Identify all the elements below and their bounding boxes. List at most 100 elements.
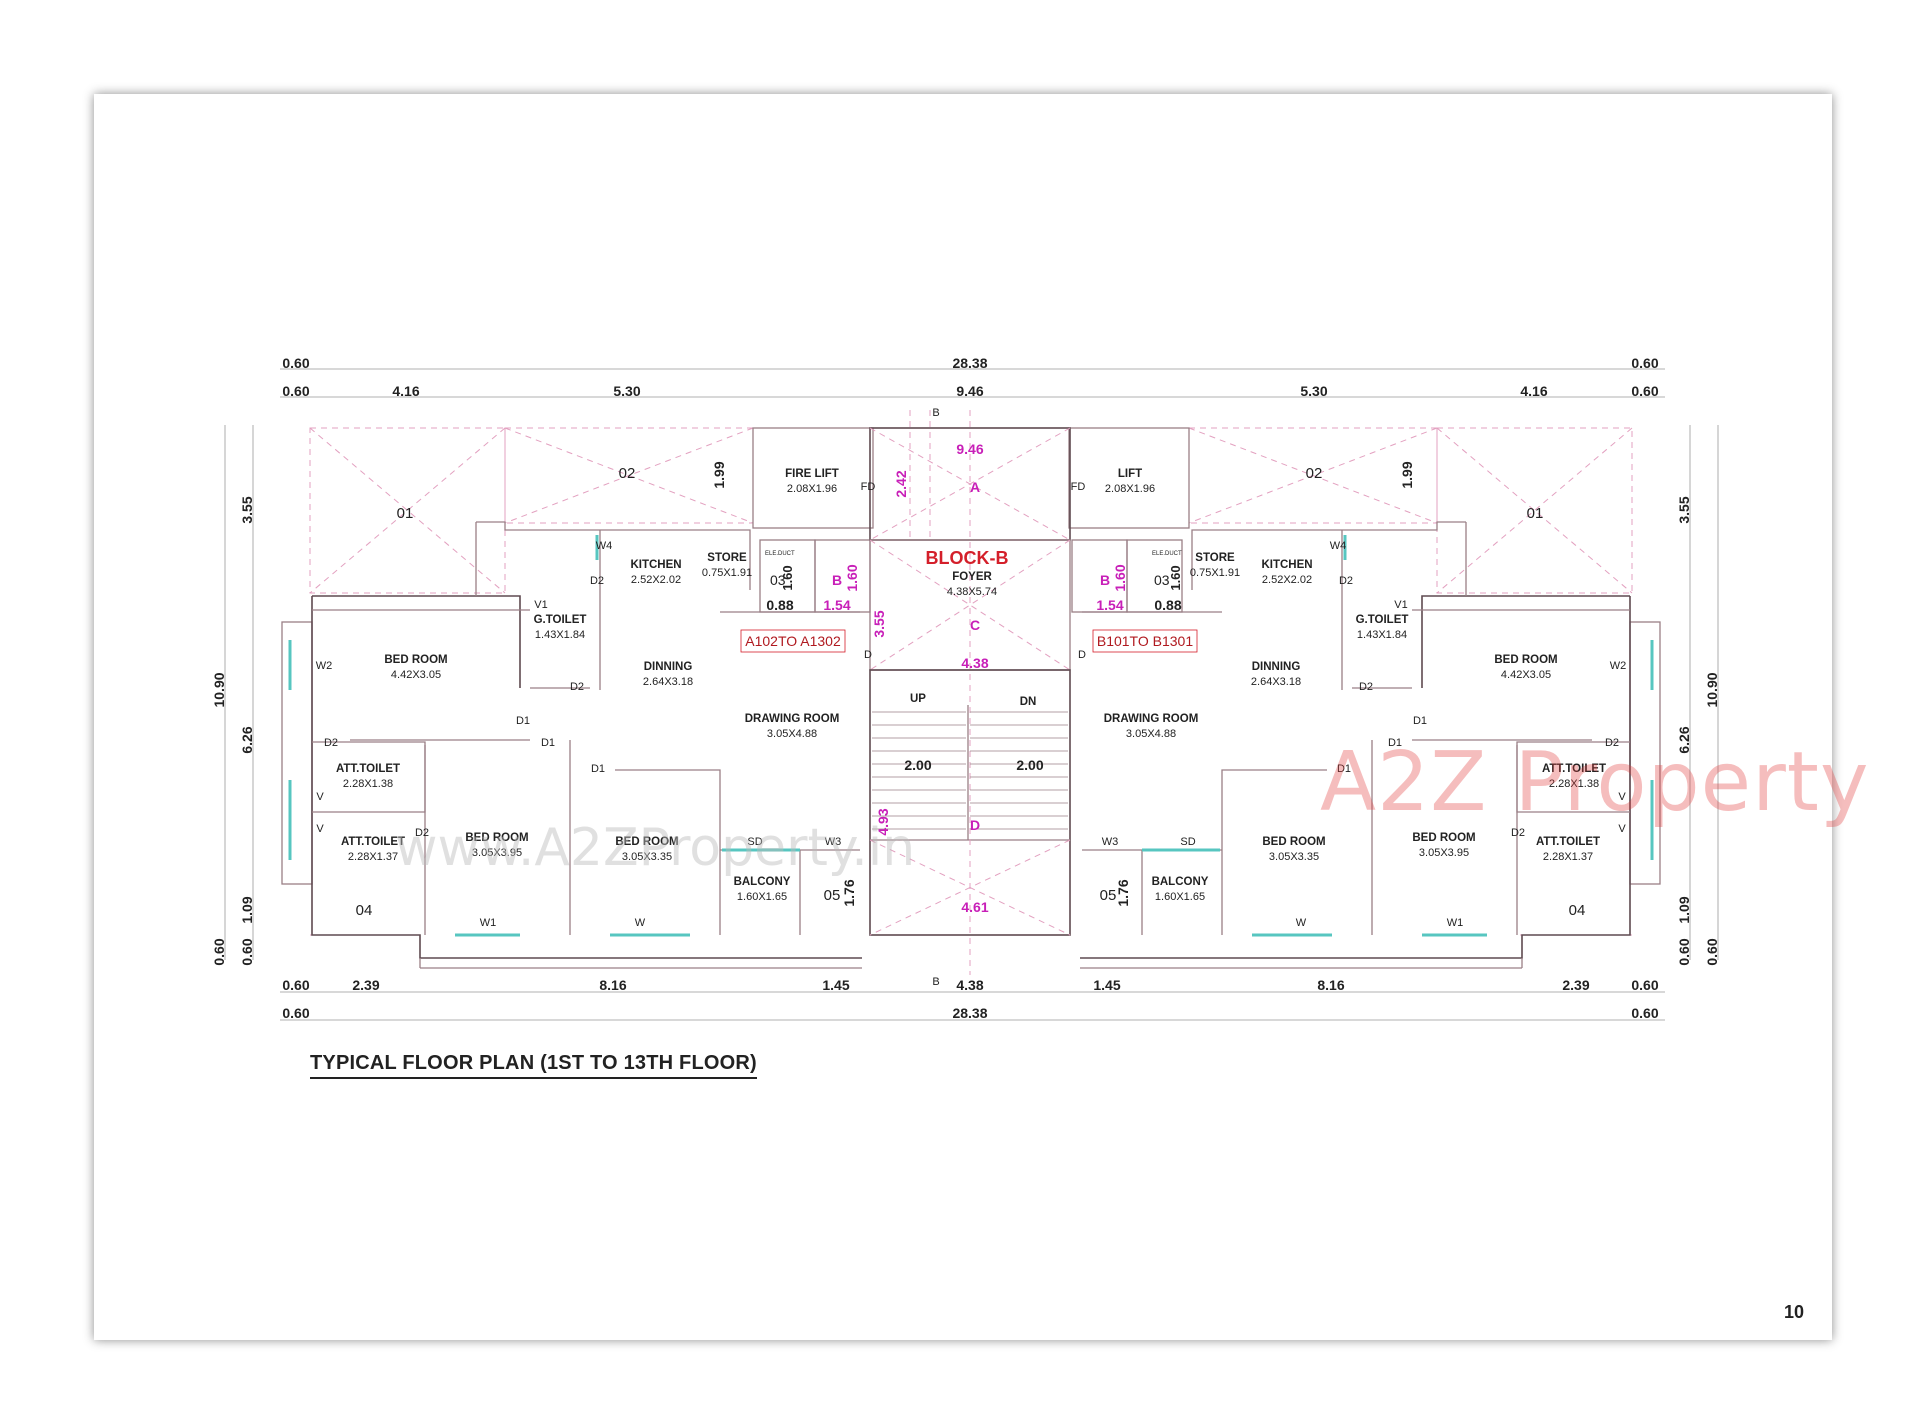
bed2-right-size: 3.05X3.95 xyxy=(1419,847,1469,859)
dim-right-edge: 0.60 xyxy=(1704,938,1720,965)
gtoilet-right-size: 1.43X1.84 xyxy=(1357,629,1407,641)
dim-bot-right-edge: 0.60 xyxy=(1631,1005,1658,1021)
dim-top-seg-edge-l: 0.60 xyxy=(282,383,309,399)
ele-duct-left: ELE.DUCT xyxy=(765,551,795,557)
drawing-right-label: DRAWING ROOM xyxy=(1104,713,1199,725)
dim-top-right-edge: 0.60 xyxy=(1631,355,1658,371)
duct-b-left: B xyxy=(832,572,842,588)
dim-core-461: 4.61 xyxy=(961,899,988,915)
core-ref-d: D xyxy=(970,817,980,833)
stair-treads xyxy=(872,711,1068,830)
lift-size: 2.08X1.96 xyxy=(1105,483,1155,495)
tag-w4-left: W4 xyxy=(596,540,613,552)
duct-03-left: 03 xyxy=(770,572,786,588)
store-left-size: 0.75X1.91 xyxy=(702,567,752,579)
right-unit-labels: 01 02 1.99 KITCHEN 2.52X2.02 STORE 0.75X… xyxy=(1100,461,1627,929)
section-mark-bottom: B xyxy=(932,976,939,988)
duct-b-right: B xyxy=(1100,572,1110,588)
tag-v-right-b: V xyxy=(1618,823,1626,835)
dim-right-seg-3: 1.09 xyxy=(1676,896,1692,923)
tag-d2-right-k: D2 xyxy=(1339,575,1353,587)
bed3-right-label: BED ROOM xyxy=(1262,836,1325,848)
terrace-05-left: 05 xyxy=(824,887,841,904)
balcony-left-size: 1.60X1.65 xyxy=(737,891,787,903)
bed1-right-label: BED ROOM xyxy=(1494,654,1557,666)
att2-left-size: 2.28X1.37 xyxy=(348,851,398,863)
dim-top-seg-3: 9.46 xyxy=(956,383,983,399)
watermark-url: www.A2ZProperty.in xyxy=(395,818,916,878)
bed1-right-size: 4.42X3.05 xyxy=(1501,669,1551,681)
terrace-04-right: 04 xyxy=(1569,902,1586,919)
tag-d1-left-c: D1 xyxy=(591,763,605,775)
tag-w-right: W xyxy=(1296,917,1307,929)
tag-d1-right-b: D1 xyxy=(1388,737,1402,749)
bed1-left-label: BED ROOM xyxy=(384,654,447,666)
dim-left-seg-1: 3.55 xyxy=(239,496,255,523)
terrace-01-left: 01 xyxy=(397,505,414,522)
tag-d1-right-c: D1 xyxy=(1337,763,1351,775)
att2-left-label: ATT.TOILET xyxy=(341,836,405,848)
dim-bot-seg-1: 2.39 xyxy=(352,977,379,993)
terrace-01-right: 01 xyxy=(1527,505,1544,522)
ele-w-right: 0.88 xyxy=(1154,597,1181,613)
section-mark-top: B xyxy=(932,407,939,419)
bed2-left-label: BED ROOM xyxy=(465,832,528,844)
dim-core-946: 9.46 xyxy=(956,441,983,457)
dim-top-seg-5: 4.16 xyxy=(1520,383,1547,399)
terrace-02-left: 02 xyxy=(619,465,636,482)
dim-199-left: 1.99 xyxy=(711,461,727,488)
tag-d1-left-b: D1 xyxy=(541,737,555,749)
stair-up: UP xyxy=(910,693,926,705)
plan-sheet xyxy=(94,94,1832,1340)
flight-left: 2.00 xyxy=(904,757,931,773)
flight-right: 2.00 xyxy=(1016,757,1043,773)
balcony-right-size: 1.60X1.65 xyxy=(1155,891,1205,903)
foyer-label: FOYER xyxy=(952,571,992,583)
terrace-05-right: 05 xyxy=(1100,887,1117,904)
tag-w1-right: W1 xyxy=(1447,917,1464,929)
tag-w1-left: W1 xyxy=(480,917,497,929)
tag-d2-left-c: D2 xyxy=(415,827,429,839)
stair-dn: DN xyxy=(1020,696,1037,708)
dim-bot-left-edge: 0.60 xyxy=(282,1005,309,1021)
dim-core-242: 2.42 xyxy=(893,470,909,497)
duct-h-right-2: 1.60 xyxy=(1112,564,1128,591)
dim-top-left-edge: 0.60 xyxy=(282,355,309,371)
bed1-left-size: 4.42X3.05 xyxy=(391,669,441,681)
dim-core-493: 4.93 xyxy=(875,808,891,835)
door-d-right: D xyxy=(1078,649,1086,661)
tag-v1-right: V1 xyxy=(1394,599,1407,611)
tag-w4-right: W4 xyxy=(1330,540,1347,552)
block-label: BLOCK-B xyxy=(926,548,1009,568)
dim-bot-seg-7: 2.39 xyxy=(1562,977,1589,993)
drawing-left-label: DRAWING ROOM xyxy=(745,713,840,725)
duct-h-left-2: 1.60 xyxy=(844,564,860,591)
fd-left: FD xyxy=(861,481,876,493)
dim-176-left: 1.76 xyxy=(841,879,857,906)
duct-w-right: 1.54 xyxy=(1096,597,1123,613)
fd-right: FD xyxy=(1071,481,1086,493)
dim-right-overall: 10.90 xyxy=(1704,672,1720,707)
dim-bot-overall: 28.38 xyxy=(952,1005,987,1021)
drawing-left-size: 3.05X4.88 xyxy=(767,728,817,740)
tag-d2-left-k: D2 xyxy=(590,575,604,587)
tag-v-left-a: V xyxy=(316,791,324,803)
dim-left-seg-3: 1.09 xyxy=(239,896,255,923)
dim-left-seg-2: 6.26 xyxy=(239,726,255,753)
dim-core-438: 4.38 xyxy=(961,655,988,671)
tag-d2-right-g: D2 xyxy=(1359,681,1373,693)
dim-right-seg-4: 0.60 xyxy=(1676,938,1692,965)
bed2-left-size: 3.05X3.95 xyxy=(472,847,522,859)
core-walls xyxy=(869,410,1071,975)
store-right-size: 0.75X1.91 xyxy=(1190,567,1240,579)
dim-top-seg-2: 5.30 xyxy=(613,383,640,399)
dim-left-seg-4: 0.60 xyxy=(239,938,255,965)
ele-w-left: 0.88 xyxy=(766,597,793,613)
tag-d1-right-a: D1 xyxy=(1413,715,1427,727)
dim-bot-seg-6: 8.16 xyxy=(1317,977,1344,993)
dim-bot-seg-edge-l: 0.60 xyxy=(282,977,309,993)
core-ref-a: A xyxy=(970,479,980,495)
dimension-lines xyxy=(224,368,1719,1021)
fire-lift-label: FIRE LIFT xyxy=(785,468,839,480)
